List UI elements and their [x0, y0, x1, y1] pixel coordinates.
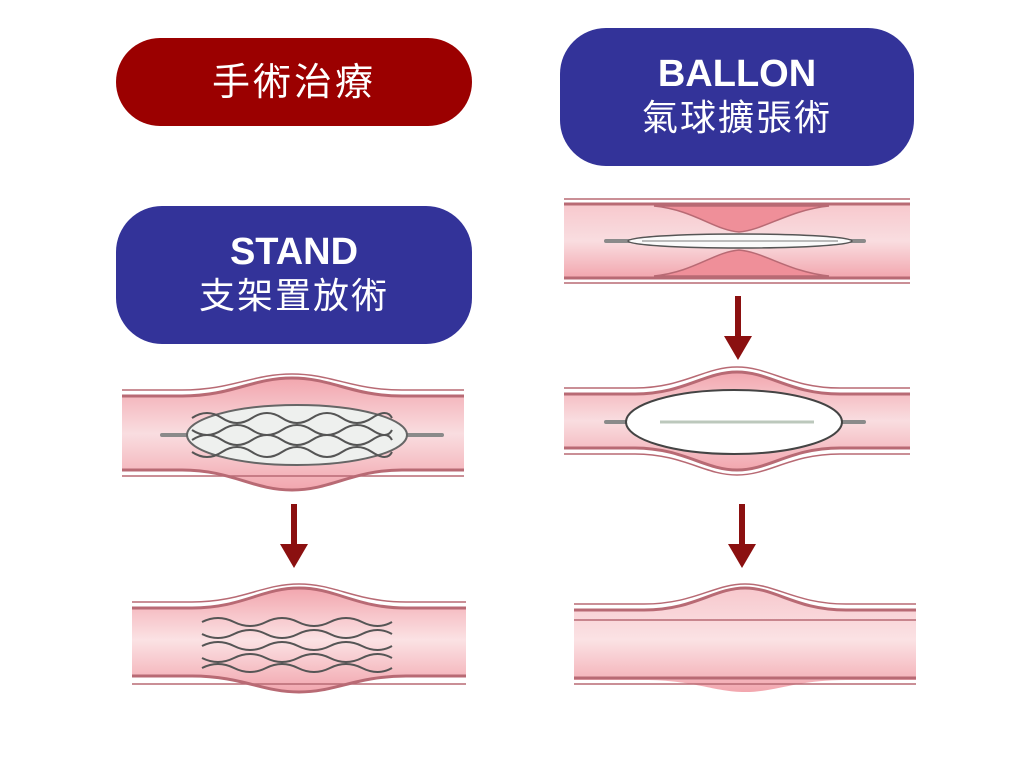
stent-step2-implanted-stent: [132, 583, 466, 694]
stent-step1-expanding-stent: [122, 373, 464, 492]
stent-title-zh: 支架置放術: [198, 276, 389, 317]
stent-mesh-icon: [186, 404, 408, 466]
surgery-title-pill: 手術治療: [116, 38, 472, 126]
balloon-step3-widened-artery: [574, 583, 916, 692]
balloon-title-pill: BALLON 氣球擴張術: [560, 28, 914, 166]
stent-mesh-icon: [201, 617, 393, 673]
down-arrow-icon: [724, 296, 752, 360]
down-arrow-icon: [280, 504, 308, 568]
stent-title-en: STAND: [229, 231, 359, 273]
down-arrow-icon: [728, 504, 756, 568]
balloon-title-en: BALLON: [657, 53, 817, 95]
balloon-title-zh: 氣球擴張術: [641, 98, 832, 139]
balloon-step2-inflated-balloon: [564, 366, 910, 476]
surgery-title-label: 手術治療: [211, 60, 376, 104]
stent-title-pill: STAND 支架置放術: [116, 206, 472, 344]
balloon-step1-narrowed-artery: [564, 198, 910, 284]
